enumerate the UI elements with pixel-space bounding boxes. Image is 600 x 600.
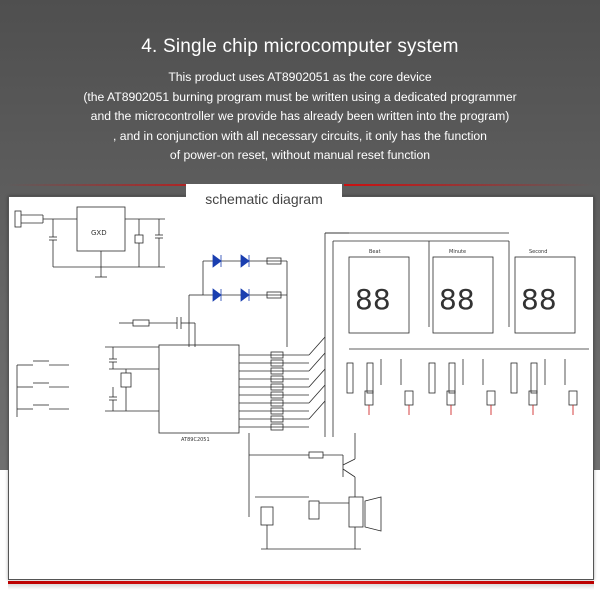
regulator-label: GXD bbox=[91, 229, 107, 237]
description-line: and the microcontroller we provide has a… bbox=[90, 109, 510, 123]
seven-segment-display: Minute 88 bbox=[432, 249, 494, 334]
description: This product uses AT8902051 as the core … bbox=[20, 68, 580, 166]
seven-segment-display: Beat 88 bbox=[348, 249, 410, 334]
crystal-oscillator bbox=[105, 346, 159, 412]
schematic-drawing: GXD bbox=[14, 206, 589, 550]
description-line: of power-on reset, without manual reset … bbox=[169, 148, 431, 162]
description-line: (the AT8902051 burning program must be w… bbox=[83, 89, 517, 104]
display-bus bbox=[325, 232, 510, 437]
display-digits: 88 bbox=[355, 283, 391, 316]
display-label: Minute bbox=[449, 249, 466, 255]
display-digits: 88 bbox=[521, 283, 557, 316]
page-title: 4. Single chip microcomputer system bbox=[141, 36, 459, 57]
schematic-tab: schematic diagram bbox=[186, 184, 342, 214]
switch-column bbox=[16, 360, 69, 417]
display-label: Second bbox=[529, 249, 547, 255]
red-divider-left bbox=[6, 184, 256, 186]
mcu-label: AT89C2051 bbox=[181, 437, 210, 443]
frame-shadow bbox=[8, 584, 594, 590]
seven-segment-display: Second 88 bbox=[514, 249, 576, 334]
schematic-frame: GXD bbox=[8, 196, 594, 580]
display-digits: 88 bbox=[439, 283, 475, 316]
driver-transistors bbox=[346, 348, 589, 415]
frame-bottom-bar bbox=[8, 581, 594, 584]
display-label: Beat bbox=[369, 249, 381, 255]
led-array bbox=[188, 254, 288, 347]
reset-network bbox=[119, 317, 196, 347]
buzzer-stage bbox=[255, 433, 382, 550]
description-line: , and in conjunction with all necessary … bbox=[113, 128, 487, 143]
power-input bbox=[14, 210, 77, 267]
microcontroller: AT89C2051 bbox=[158, 233, 343, 517]
description-line: This product uses AT8902051 as the core … bbox=[168, 70, 432, 84]
voltage-regulator: GXD bbox=[53, 206, 165, 278]
red-divider-right bbox=[344, 184, 594, 186]
